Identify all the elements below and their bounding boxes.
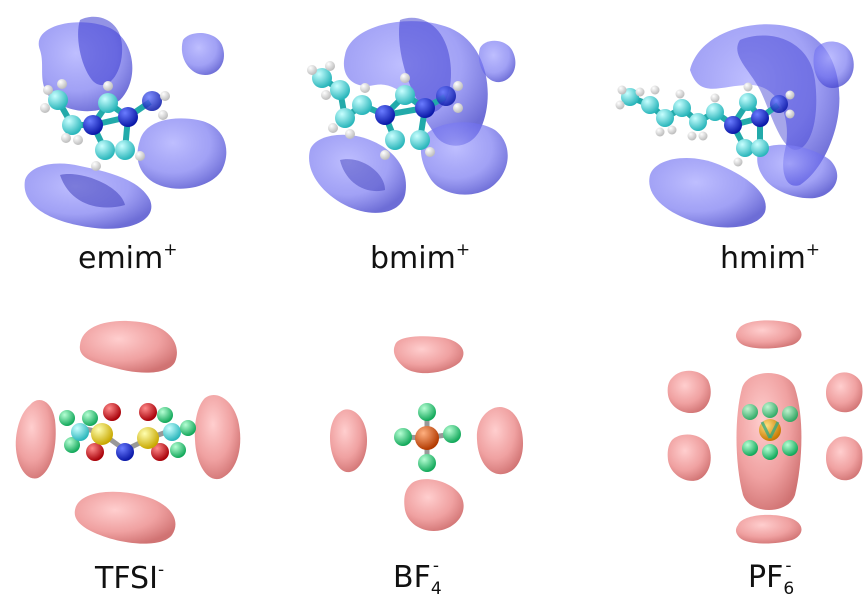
bmim-isosurfaces [309,17,516,213]
isosurface-lobe [194,394,241,480]
label-tfsi-name: TFSI [95,561,158,596]
label-emim: emim+ [78,240,178,276]
isosurface-shadow [340,159,385,192]
isosurface-lobe [757,144,838,199]
label-bmim-charge: + [455,240,471,260]
isosurface-lobe [79,320,177,373]
label-emim-charge: + [163,240,178,260]
label-hmim-charge: + [805,240,821,260]
bf4-panel [330,336,524,531]
isosurface-lobe [404,479,464,531]
label-tfsi-charge: - [157,560,165,580]
tfsi-molecule [59,403,196,461]
label-bf4-name: BF [393,560,431,595]
label-bf4-charge: - [432,556,439,576]
isosurface-lobe [735,514,802,544]
label-hmim-name: hmim [720,241,806,276]
isosurface-lobe [78,16,123,86]
isosurface-lobe [667,434,711,481]
hmim-isosurfaces [649,24,854,228]
isosurface-lobe [15,400,56,479]
emim-molecule [40,79,170,171]
tfsi-isosurfaces [15,320,241,544]
isosurface-lobe [181,33,225,75]
label-bf4-subscript: 4 [430,579,442,599]
bf4-isosurfaces [330,336,524,531]
hmim-molecule [615,82,795,167]
isosurface-lobe [393,336,464,374]
pf6-panel [667,320,863,544]
label-bmim: bmim+ [370,240,470,276]
emim-panel [24,16,227,229]
label-hmim: hmim+ [720,240,820,276]
isosurface-lobe [737,35,817,150]
isosurface-lobe [826,436,863,481]
isosurface-lobe [330,409,368,473]
label-pf6-name: PF [748,560,784,595]
hmim-panel [615,24,854,228]
pf6-molecule [742,402,798,460]
isosurface-lobe [690,24,840,186]
isosurface-lobe [735,320,802,349]
isosurface-shadow [60,174,125,208]
label-tfsi: TFSI- [95,560,164,596]
label-emim-name: emim [78,241,164,276]
isosurface-lobe [826,372,863,413]
label-bf4: BF4 - [393,556,442,599]
isosurface-lobe [649,157,766,228]
bmim-panel [307,17,516,213]
isosurface-lobe [476,406,524,475]
isosurface-lobe [74,491,176,544]
label-pf6: PF6 - [748,556,795,599]
isosurface-lobe [24,163,152,229]
label-pf6-subscript: 6 [783,579,795,599]
isosurface-lobe [420,122,508,195]
tfsi-panel [15,320,241,544]
bmim-molecule [307,61,463,160]
isosurface-lobe [137,118,227,189]
label-bmim-name: bmim [370,241,456,276]
isosurface-lobe [667,370,711,414]
bf4-molecule [394,403,461,472]
label-pf6-charge: - [785,556,792,576]
isosurface-lobe [478,40,516,83]
isosurface-lobe [813,41,854,88]
